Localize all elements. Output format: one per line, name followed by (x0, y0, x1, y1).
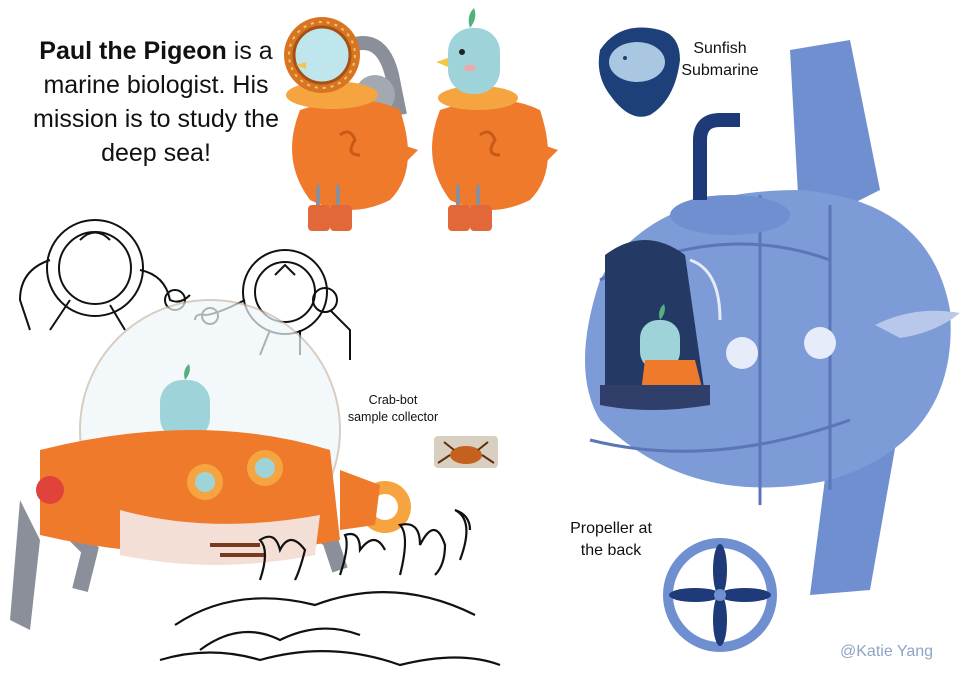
sunfish-label-line2: Submarine (681, 62, 759, 79)
propeller (663, 538, 777, 652)
crab-photo (434, 436, 498, 468)
crab-label: Crab-bot sample collector (333, 392, 453, 426)
propeller-label: Propeller at the back (556, 518, 666, 562)
artist-credit: @Katie Yang (840, 643, 934, 660)
intro-name: Paul the Pigeon (39, 37, 227, 65)
propeller-label-line1: Propeller at (570, 520, 652, 537)
crab-bot (10, 299, 411, 630)
pigeon-plain-figure (432, 8, 558, 231)
propeller-label-line2: the back (580, 542, 642, 559)
intro-text: Paul the Pigeon is a marine biologist. H… (26, 34, 286, 170)
sketch-robot-left (18, 219, 191, 331)
sunfish-label-line1: Sunfish (693, 40, 747, 57)
sunfish-photo (598, 27, 680, 117)
pigeon-helmet-figure (284, 17, 418, 231)
sunfish-submarine (585, 40, 960, 595)
crab-label-line2: sample collector (347, 410, 439, 424)
crab-label-line1: Crab-bot (368, 393, 418, 407)
coral-sketch (159, 508, 501, 667)
sunfish-label: Sunfish Submarine (670, 38, 770, 82)
intro-rest: is a marine biologist. His mission is to… (33, 37, 279, 167)
